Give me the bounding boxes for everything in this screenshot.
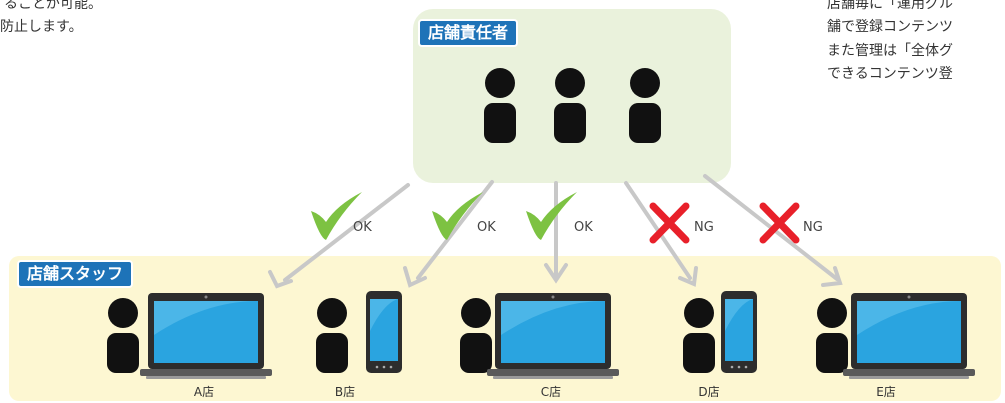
arrow-to-c bbox=[544, 181, 568, 284]
store-label-a: A店 bbox=[193, 385, 215, 399]
staff-badge: 店舗スタッフ bbox=[17, 260, 134, 288]
laptop-e-icon bbox=[843, 293, 975, 379]
arrow-to-b bbox=[403, 180, 494, 288]
staff-person-c-icon bbox=[460, 298, 492, 373]
access-label-e: NG bbox=[803, 220, 823, 235]
staff-person-d-icon bbox=[683, 298, 715, 373]
staff-person-e-icon bbox=[816, 298, 848, 373]
left-note-line-1: することが可能。 bbox=[0, 0, 102, 12]
staff-person-a-icon bbox=[107, 298, 139, 373]
right-note-line-1: 店舗毎に「運用グル bbox=[827, 0, 953, 12]
access-label-a: OK bbox=[353, 220, 372, 235]
store-label-b: B店 bbox=[334, 385, 356, 399]
tablet-d-icon bbox=[721, 291, 757, 373]
manager-person-1-icon bbox=[484, 68, 516, 143]
check-c-icon bbox=[526, 192, 577, 240]
right-note-line-4: できるコンテンツ登 bbox=[827, 66, 953, 82]
store-label-c: C店 bbox=[540, 385, 562, 399]
left-note-line-2: 防止します。 bbox=[0, 19, 83, 35]
staff-person-b-icon bbox=[316, 298, 348, 373]
manager-person-3-icon bbox=[629, 68, 661, 143]
check-b-icon bbox=[432, 192, 483, 240]
cross-e-icon bbox=[759, 202, 800, 244]
laptop-a-icon bbox=[140, 293, 272, 379]
arrow-to-a bbox=[268, 183, 410, 289]
store-label-d: D店 bbox=[698, 385, 720, 399]
cross-d-icon bbox=[649, 202, 690, 244]
store-label-e: E店 bbox=[876, 385, 896, 399]
access-label-b: OK bbox=[477, 220, 496, 235]
right-note-line-3: また管理は「全体グ bbox=[827, 43, 953, 59]
access-label-d: NG bbox=[694, 220, 714, 235]
laptop-c-icon bbox=[487, 293, 619, 379]
access-label-c: OK bbox=[574, 220, 593, 235]
manager-person-2-icon bbox=[554, 68, 586, 143]
check-a-icon bbox=[311, 192, 362, 240]
tablet-b-icon bbox=[366, 291, 402, 373]
manager-badge: 店舗責任者 bbox=[418, 19, 519, 47]
right-note-line-2: 舗で登録コンテンツ bbox=[827, 19, 953, 35]
